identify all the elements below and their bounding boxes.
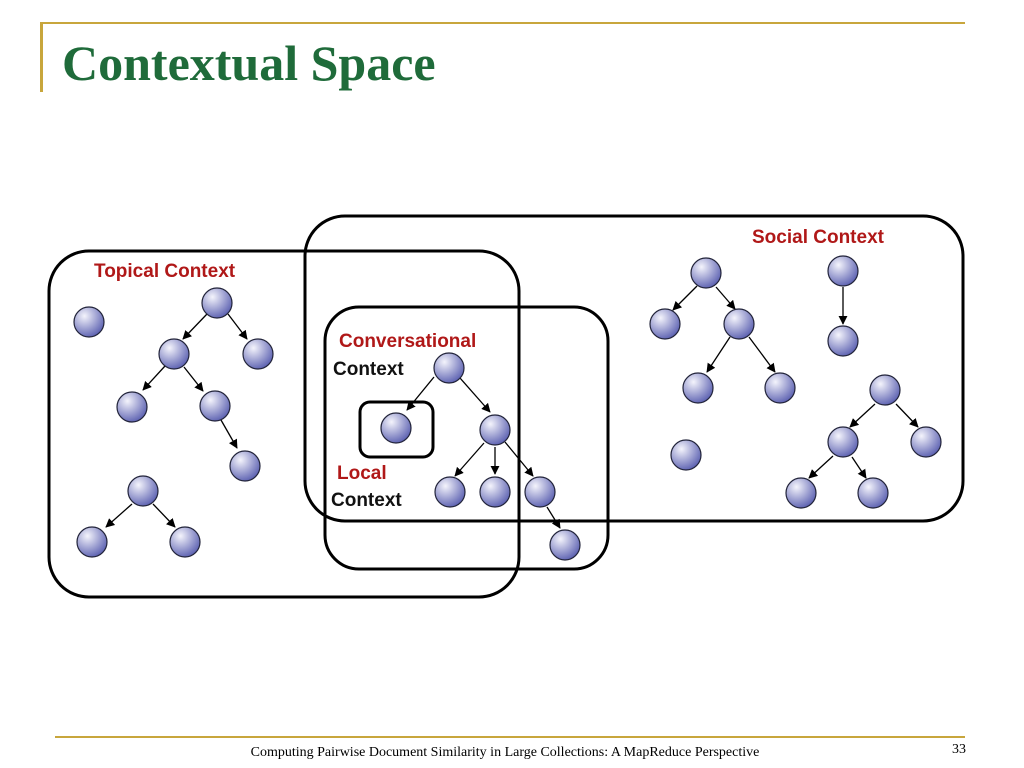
social-context-region (303, 214, 965, 523)
edge (849, 403, 876, 428)
edge (748, 336, 776, 373)
nodes (73, 255, 942, 561)
conversational-context-label-line2: Context (333, 359, 404, 380)
edge (504, 441, 534, 477)
conversational-context-label-line1: Conversational (339, 331, 476, 352)
node (682, 372, 714, 404)
edge (183, 366, 204, 392)
title-accent-rule (40, 22, 43, 92)
node (127, 475, 159, 507)
topical-context-label: Topical Context (94, 261, 236, 282)
node (380, 412, 412, 444)
edge (808, 455, 834, 479)
node (827, 255, 859, 287)
node (479, 476, 511, 508)
edge (152, 503, 176, 528)
bottom-rule (55, 736, 965, 738)
node (479, 414, 511, 446)
node (549, 529, 581, 561)
node (433, 352, 465, 384)
node (827, 325, 859, 357)
edge (142, 365, 166, 391)
node (910, 426, 942, 458)
node (73, 306, 105, 338)
edge (706, 336, 731, 373)
node (199, 390, 231, 422)
local-context-label-line1: Local (337, 463, 387, 484)
node (869, 374, 901, 406)
node (434, 476, 466, 508)
node (827, 426, 859, 458)
edge (454, 442, 485, 477)
social-context-label: Social Context (752, 227, 885, 248)
node (76, 526, 108, 558)
edge (546, 506, 561, 529)
edge (227, 313, 248, 340)
node (764, 372, 796, 404)
node (229, 450, 261, 482)
node (785, 477, 817, 509)
edge (182, 313, 208, 340)
local-context-label-line2: Context (331, 490, 402, 511)
node (242, 338, 274, 370)
local-context-region (358, 400, 435, 459)
conversational-context-region (323, 305, 610, 571)
node (723, 308, 755, 340)
edge (459, 377, 491, 413)
node (857, 477, 889, 509)
slide-title: Contextual Space (62, 35, 436, 91)
edges (105, 285, 919, 529)
node (116, 391, 148, 423)
node (670, 439, 702, 471)
edge (895, 403, 919, 428)
page-number: 33 (952, 742, 966, 757)
node (649, 308, 681, 340)
node (524, 476, 556, 508)
edge (105, 503, 133, 528)
edge (715, 286, 736, 310)
edge (406, 376, 435, 411)
edge (672, 285, 698, 311)
slide-footer: Computing Pairwise Document Similarity i… (250, 745, 760, 760)
edge (220, 419, 238, 449)
node (690, 257, 722, 289)
edge (851, 456, 867, 479)
node (158, 338, 190, 370)
node (201, 287, 233, 319)
top-rule (40, 22, 965, 24)
topical-context-region (47, 249, 521, 599)
node (169, 526, 201, 558)
